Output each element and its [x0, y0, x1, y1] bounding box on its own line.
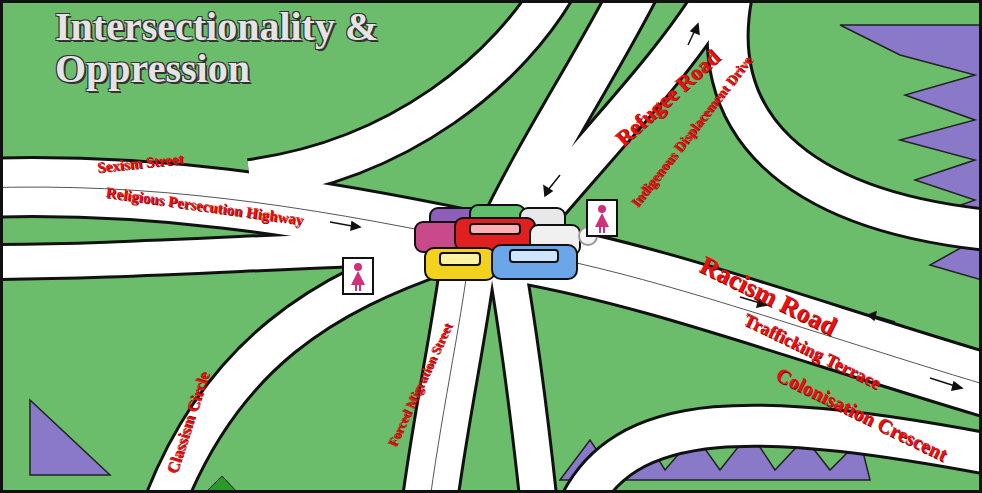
purple-hills	[30, 400, 110, 475]
pedestrian-signs	[343, 200, 617, 294]
traffic-jam-cars	[415, 205, 603, 280]
direction-arrows	[330, 24, 962, 390]
diagram-title: Intersectionality & Oppression	[55, 6, 495, 90]
lane-lines	[0, 187, 982, 493]
